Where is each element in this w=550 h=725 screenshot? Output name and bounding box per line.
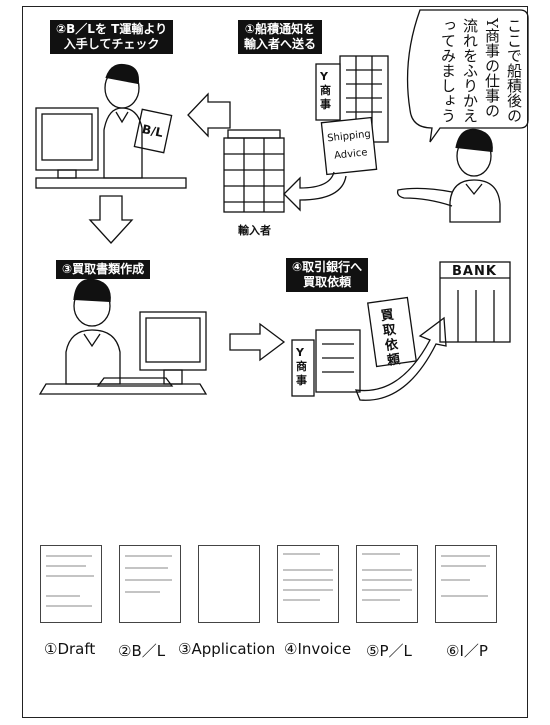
caption-invoice: ④Invoice [284,640,352,658]
caption-draft: ①Draft [44,640,96,658]
ip-thumbnail [435,545,497,623]
step2-line2: 入手してチェック [63,37,160,51]
arrow-left-icon [187,92,231,138]
step4-line1: ④取引銀行へ [292,260,363,274]
step3-label: ③買取書類作成 [56,260,151,279]
caption-application: ③Application [178,640,276,658]
invoice-thumbnail [277,545,339,623]
caption-pl: ⑤P／L [366,642,412,660]
step1-line1: ①船積通知を [244,22,316,36]
importer-building [223,129,285,213]
bank-building [439,261,511,343]
clerk-at-computer-figure [38,278,208,395]
speech-col1: ここで船積後の [505,18,523,123]
caption-bl: ②B／L [118,642,166,660]
request-document [367,296,417,368]
arrow-right-icon [229,322,286,362]
company-sign-bottom: Y商事 [296,346,307,387]
curved-arrow-to-importer-icon [283,171,347,212]
step4-line2: 買取依頼 [303,275,352,289]
bank-sign: BANK [452,264,497,279]
clerk-with-bl-figure [35,63,187,189]
shipping-advice-document [320,116,378,176]
page-frame [22,6,528,718]
curved-arrow-to-bank-icon [354,316,447,401]
caption-ip: ⑥I／P [446,642,488,660]
speech-col3: 流れをふりかえ [461,18,479,123]
speech-text: ここで船積後の Y商事の仕事の 流れをふりかえ ってみましょう [424,18,524,128]
step2-line1: ②B／Lを T運輸より [56,22,168,36]
application-thumbnail [198,545,260,623]
importer-caption: 輸入者 [238,224,271,237]
step1-line2: 輸入者へ送る [244,37,317,51]
bl-thumbnail [119,545,181,623]
draft-thumbnail [40,545,102,623]
pl-thumbnail [356,545,418,623]
step1-label: ①船積通知を 輸入者へ送る [238,20,323,54]
y-company-building [315,55,389,143]
step2-label: ②B／Lを T運輸より 入手してチェック [50,20,174,54]
company-sign: Y商事 [320,70,331,111]
step3-line1: ③買取書類作成 [62,262,145,276]
step4-label: ④取引銀行へ 買取依頼 [286,258,369,292]
arrow-down-icon [88,195,134,244]
speech-bubble [406,9,529,143]
presenter-figure [396,128,501,223]
y-company-building-bottom [291,329,361,397]
speech-col4: ってみましょう [439,18,457,123]
speech-col2: Y商事の仕事の [483,18,501,118]
